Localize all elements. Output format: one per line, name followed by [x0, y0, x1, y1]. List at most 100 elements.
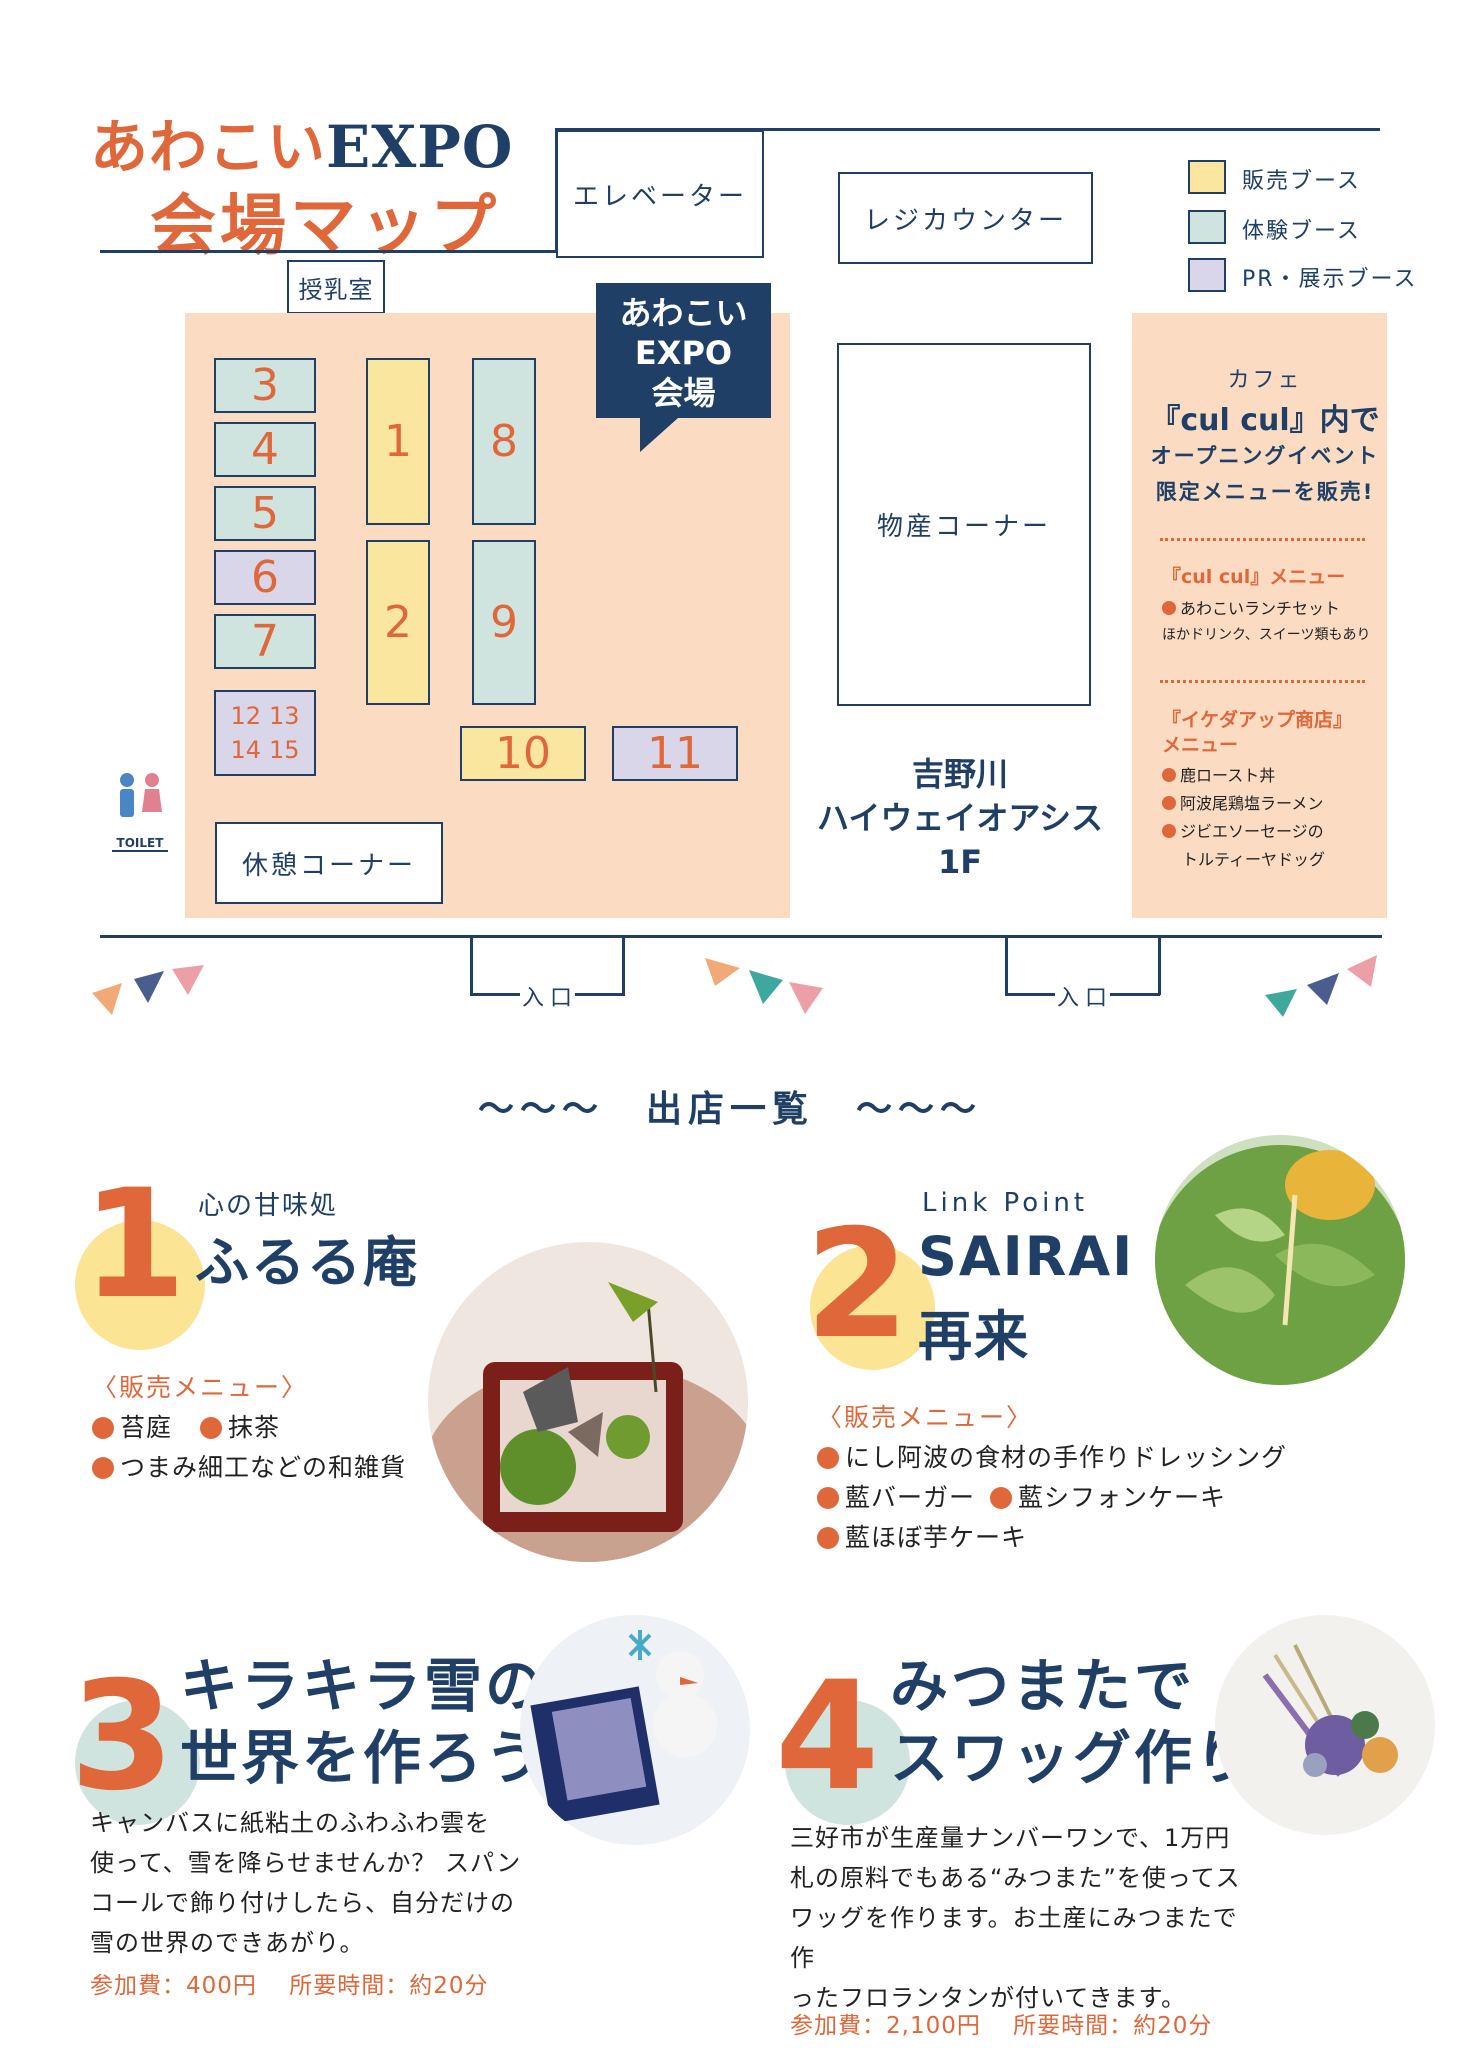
- entrance-left: 入口: [522, 986, 579, 1011]
- divider: [1160, 538, 1365, 541]
- snow-craft-photo: [520, 1615, 750, 1845]
- shop-menu-title: メニュー: [1162, 734, 1239, 756]
- toilet-icon: TOILET: [112, 772, 168, 852]
- workshop-number: 3: [70, 1650, 175, 1824]
- cafe-menu-title: 『cul cul』メニュー: [1162, 566, 1346, 588]
- booth-4[interactable]: 4: [214, 422, 316, 477]
- booth-14: 14: [230, 736, 261, 764]
- shop-name-jp: 再来: [918, 1305, 1030, 1368]
- wall: [470, 993, 520, 996]
- menu-item: 苔庭: [92, 1408, 172, 1444]
- booth-12-15[interactable]: 12 13 14 15: [214, 690, 316, 776]
- wall: [100, 935, 1382, 938]
- products-corner: 物産コーナー: [837, 343, 1091, 706]
- workshop-description: キャンバスに紙粘土のふわふわ雲を 使って、雪を降らせませんか？ スパン コールで…: [90, 1809, 522, 1957]
- shop-name-en: SAIRAI: [918, 1225, 1135, 1288]
- wall: [100, 250, 555, 253]
- callout-line: 会場: [651, 374, 716, 412]
- booth-7[interactable]: 7: [214, 614, 316, 669]
- booth-13: 13: [269, 702, 300, 730]
- booth-6[interactable]: 6: [214, 550, 316, 605]
- venue-line: ハイウェイオアシス: [816, 799, 1104, 837]
- bunting-left: [92, 965, 204, 1015]
- booth-11[interactable]: 11: [612, 726, 738, 781]
- shop-number: 1: [82, 1158, 187, 1332]
- number-circle: [75, 1700, 200, 1825]
- menu-item: 藍ほぼ芋ケーキ: [817, 1518, 1027, 1554]
- legend-label-sale: 販売ブース: [1242, 169, 1361, 194]
- cafe-line: 限定メニューを販売!: [1155, 480, 1375, 504]
- menu-item: 藍バーガー: [817, 1478, 975, 1514]
- menu-item: 抹茶: [200, 1408, 280, 1444]
- callout-tail: [640, 418, 678, 452]
- shop-menu-item: トルティーヤドッグ: [1182, 850, 1326, 869]
- cafe-menu-item: あわこいランチセット: [1162, 595, 1340, 619]
- workshop-description: 三好市が生産量ナンバーワンで、1万円 札の原料でもある“みつまた”を使ってス ワ…: [790, 1824, 1241, 2012]
- shop-subtitle: 心の甘味処: [198, 1191, 339, 1221]
- menu-title: 〈販売メニュー〉: [92, 1373, 309, 1402]
- shop-subtitle: Link Point: [922, 1188, 1089, 1218]
- map-title: 会場マップ: [150, 187, 500, 264]
- booth-5[interactable]: 5: [214, 486, 316, 541]
- section-title: 〜〜〜 出店一覧 〜〜〜: [477, 1089, 982, 1130]
- swag-photo: [1215, 1615, 1435, 1835]
- elevator: エレベーター: [556, 130, 764, 258]
- salad-photo: [1155, 1135, 1405, 1385]
- venue-line: 吉野川: [911, 755, 1008, 793]
- number-circle: [75, 1220, 205, 1350]
- bunting-middle: [705, 958, 823, 1014]
- legend-swatch-sale: [1188, 160, 1226, 194]
- menu-item: つまみ細工などの和雑貨: [92, 1448, 406, 1484]
- cafe-name: 『cul cul』内で: [1150, 403, 1380, 438]
- wall: [1005, 993, 1055, 996]
- menu-item: にし阿波の食材の手作りドレッシング: [817, 1438, 1287, 1474]
- workshop-fee: 参加費：2,100円 所要時間：約20分: [790, 2013, 1213, 2039]
- shop-menu-item: ジビエソーセージの: [1162, 818, 1324, 842]
- booth-3[interactable]: 3: [214, 358, 316, 413]
- wall: [1158, 935, 1161, 995]
- legend-swatch-pr: [1188, 258, 1226, 292]
- wall: [1110, 993, 1160, 996]
- workshop-title: スワッグ作り: [890, 1724, 1257, 1792]
- wall: [1005, 935, 1008, 995]
- shop-name: ふるる庵: [195, 1231, 419, 1294]
- menu-title: 〈販売メニュー〉: [817, 1403, 1034, 1432]
- shop-number: 2: [805, 1198, 910, 1372]
- cafe-menu-note: ほかドリンク、スイーツ類もあり: [1162, 627, 1371, 643]
- wall: [622, 935, 625, 995]
- wall: [555, 128, 1380, 131]
- entrance-right: 入口: [1057, 986, 1114, 1011]
- workshop-title: 世界を作ろう: [180, 1724, 547, 1792]
- workshop-number: 4: [775, 1650, 880, 1824]
- booth-8[interactable]: 8: [472, 358, 536, 525]
- cafe-head: カフェ: [1227, 368, 1303, 393]
- cafe-line: オープニングイベント: [1150, 444, 1380, 468]
- number-circle: [785, 1700, 910, 1825]
- shop-menu-title: 『イケダアップ商店』: [1162, 709, 1353, 731]
- number-circle: [810, 1245, 935, 1370]
- booth-9[interactable]: 9: [472, 540, 536, 705]
- menu-item: 藍シフォンケーキ: [990, 1478, 1226, 1514]
- wall: [575, 993, 625, 996]
- booth-15: 15: [269, 736, 300, 764]
- booth-12: 12: [230, 702, 261, 730]
- cafe-floor: [1132, 313, 1387, 918]
- shop-menu-item: 阿波尾鶏塩ラーメン: [1162, 790, 1323, 814]
- moss-garden-photo: [428, 1242, 748, 1562]
- callout-line: EXPO: [634, 334, 733, 372]
- wall: [470, 935, 473, 995]
- title-en: EXPO: [326, 113, 514, 181]
- booth-1[interactable]: 1: [366, 358, 430, 525]
- nursing-room: 授乳室: [287, 260, 385, 314]
- booth-10[interactable]: 10: [460, 726, 586, 781]
- title-jp: あわこい: [90, 113, 327, 181]
- divider: [1160, 680, 1365, 683]
- booth-2[interactable]: 2: [366, 540, 430, 705]
- event-title: あわこいEXPO: [90, 100, 513, 184]
- workshop-title: みつまたで: [890, 1652, 1196, 1720]
- legend-label-pr: PR・展示ブース: [1242, 267, 1418, 292]
- workshop-fee: 参加費：400円 所要時間：約20分: [90, 1973, 489, 1999]
- venue-line: 1F: [937, 843, 983, 881]
- register-counter: レジカウンター: [838, 172, 1093, 264]
- workshop-title: キラキラ雪の: [180, 1652, 547, 1720]
